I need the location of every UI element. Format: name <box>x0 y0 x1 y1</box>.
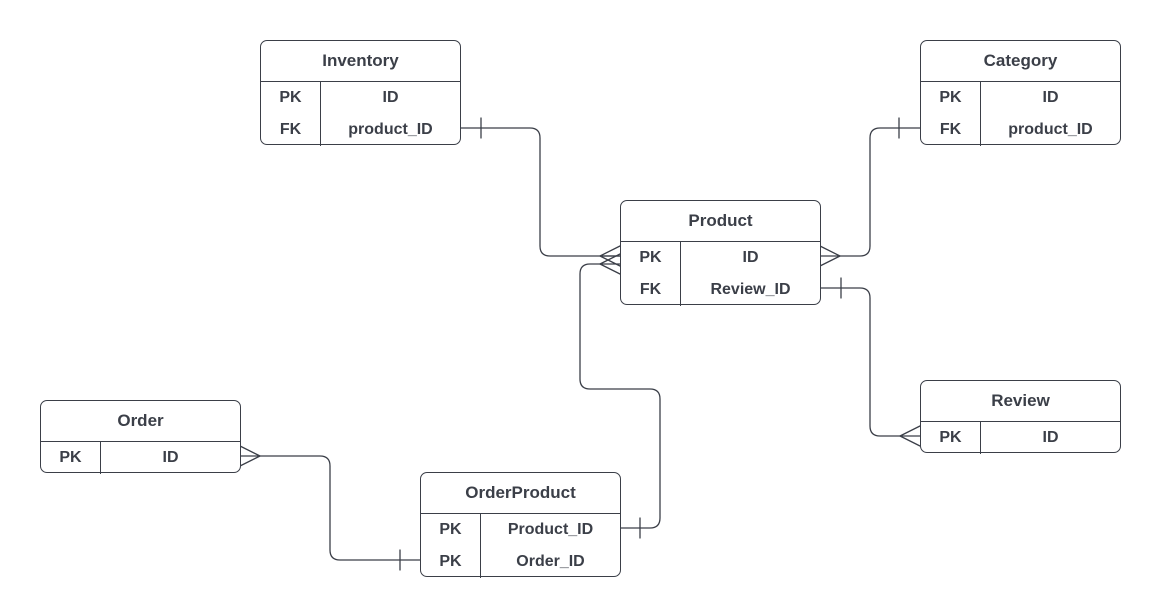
entity-title: Inventory <box>261 41 460 82</box>
key-type: PK <box>421 514 481 546</box>
entity-review[interactable]: Review PK ID <box>920 380 1121 454</box>
key-type: PK <box>921 422 981 454</box>
entity-title: Category <box>921 41 1120 82</box>
key-type: FK <box>261 114 321 146</box>
entity-orderproduct[interactable]: OrderProduct PK Product_ID PK Order_ID <box>420 472 621 578</box>
attribute-row: PK Product_ID <box>421 514 620 546</box>
key-type: PK <box>421 546 481 578</box>
entity-order[interactable]: Order PK ID <box>40 400 241 474</box>
attribute-name: ID <box>742 249 759 266</box>
attribute-row: PK Order_ID <box>421 546 620 578</box>
entity-category[interactable]: Category PK ID FK product_ID <box>920 40 1121 146</box>
key-type: PK <box>261 82 321 114</box>
connector-category-product <box>819 117 921 267</box>
key-type: PK <box>921 82 981 114</box>
attribute-name: Order_ID <box>516 553 585 570</box>
connector-orderproduct-product <box>579 253 661 539</box>
entity-title: OrderProduct <box>421 473 620 514</box>
attribute-row: PK ID <box>921 422 1120 454</box>
key-type: FK <box>921 114 981 146</box>
key-type: PK <box>621 242 681 274</box>
attribute-row: PK ID <box>261 82 460 114</box>
attribute-name: ID <box>1042 429 1059 446</box>
connector-orderproduct-order <box>239 445 421 571</box>
entity-title: Order <box>41 401 240 442</box>
key-type: FK <box>621 274 681 306</box>
entity-product[interactable]: Product PK ID FK Review_ID <box>620 200 821 306</box>
key-type: PK <box>41 442 101 474</box>
attribute-row: FK product_ID <box>921 114 1120 146</box>
attribute-name: ID <box>382 89 399 106</box>
entity-title: Review <box>921 381 1120 422</box>
attribute-name: ID <box>162 449 179 466</box>
attribute-row: PK ID <box>621 242 820 274</box>
attribute-name: product_ID <box>1008 121 1093 138</box>
entity-title: Product <box>621 201 820 242</box>
connector-inventory-product <box>459 117 621 267</box>
attribute-name: ID <box>1042 89 1059 106</box>
connector-product-review <box>819 277 921 447</box>
attribute-name: Review_ID <box>710 281 791 298</box>
attribute-row: FK Review_ID <box>621 274 820 306</box>
attribute-row: FK product_ID <box>261 114 460 146</box>
entity-inventory[interactable]: Inventory PK ID FK product_ID <box>260 40 461 146</box>
attribute-name: Product_ID <box>507 521 594 538</box>
attribute-row: PK ID <box>921 82 1120 114</box>
attribute-name: product_ID <box>348 121 433 138</box>
attribute-row: PK ID <box>41 442 240 474</box>
